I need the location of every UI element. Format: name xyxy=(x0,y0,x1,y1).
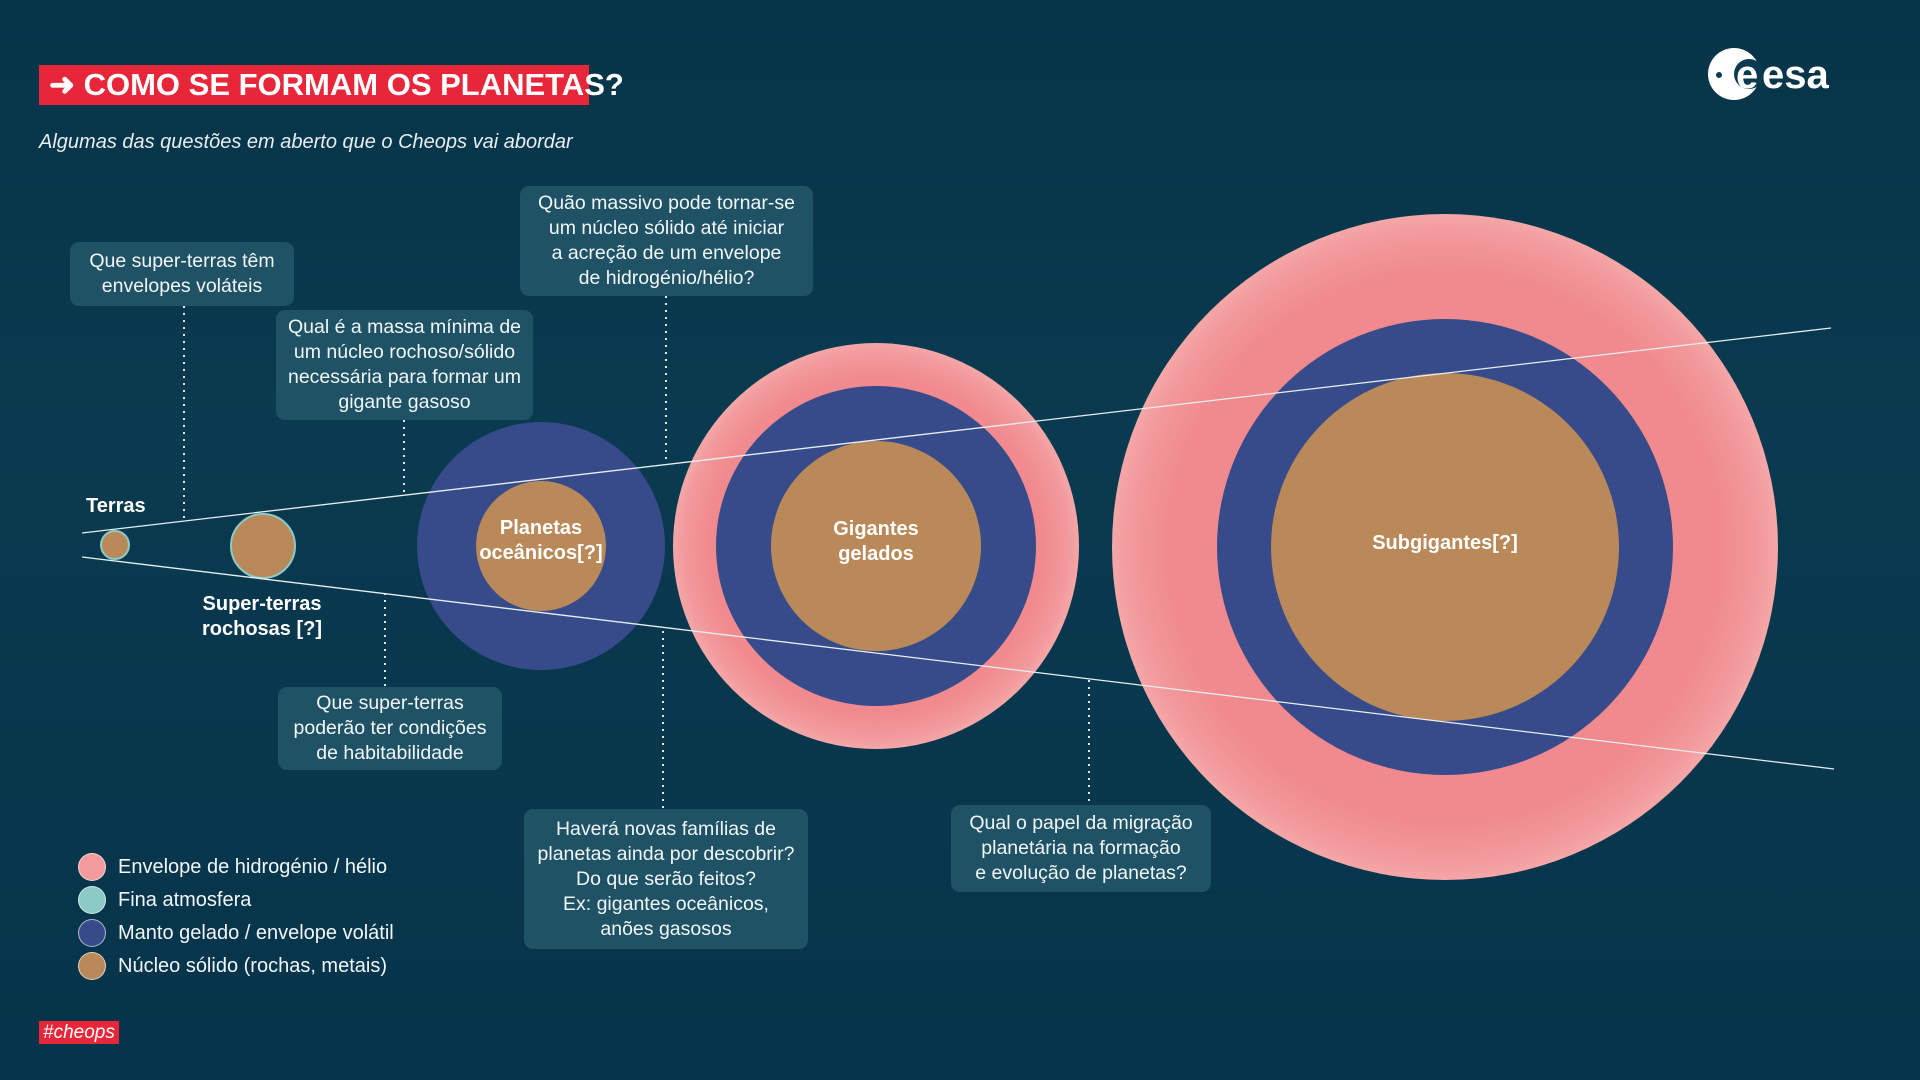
question-box: Qual é a massa mínima de um núcleo rocho… xyxy=(276,310,533,420)
question-box: Haverá novas famílias de planetas ainda … xyxy=(524,809,808,949)
legend-item: Fina atmosfera xyxy=(78,885,251,915)
question-box: Quão massivo pode tornar-se um núcleo só… xyxy=(520,186,813,296)
super-earth xyxy=(230,513,296,579)
legend-item: Manto gelado / envelope volátil xyxy=(78,918,394,948)
legend-item: Núcleo sólido (rochas, metais) xyxy=(78,951,387,981)
subgiant-core xyxy=(1271,373,1619,721)
esa-logo: e esa xyxy=(1706,46,1856,102)
legend-swatch-core xyxy=(78,952,106,980)
lower-trend-line xyxy=(81,556,1835,770)
legend-swatch-envelope xyxy=(78,853,106,881)
connector-lines xyxy=(183,296,1090,809)
svg-text:e: e xyxy=(1736,53,1758,97)
label-subgigantes: Subgigantes[?] xyxy=(1372,532,1518,554)
subtitle: Algumas das questões em aberto que o Che… xyxy=(39,131,573,153)
page-title: ➜ COMO SE FORMAM OS PLANETAS? xyxy=(39,65,624,105)
legend-swatch-mantle xyxy=(78,919,106,947)
ocean-planet-core xyxy=(476,481,606,611)
upper-trend-line xyxy=(81,327,1832,534)
arrow-right-icon: ➜ xyxy=(49,67,75,102)
label-gigantes: Gigantes gelados xyxy=(833,518,919,565)
question-box: Que super-terras têm envelopes voláteis xyxy=(70,242,294,306)
label-terras: Terras xyxy=(86,495,146,517)
title-text: COMO SE FORMAM OS PLANETAS? xyxy=(83,67,624,102)
ice-giant-core xyxy=(771,441,981,651)
label-oceanicos: Planetas oceânicos[?] xyxy=(479,517,603,564)
hashtag-badge: #cheops xyxy=(39,1021,119,1044)
legend-item: Envelope de hidrogénio / hélio xyxy=(78,852,387,882)
label-super-terras: Super-terras rochosas [?] xyxy=(201,593,323,640)
question-box: Qual o papel da migração planetária na f… xyxy=(951,805,1211,892)
earth xyxy=(100,530,130,560)
question-box: Que super-terras poderão ter condições d… xyxy=(278,687,502,770)
svg-text:esa: esa xyxy=(1762,53,1829,97)
legend-swatch-atmosphere xyxy=(78,886,106,914)
